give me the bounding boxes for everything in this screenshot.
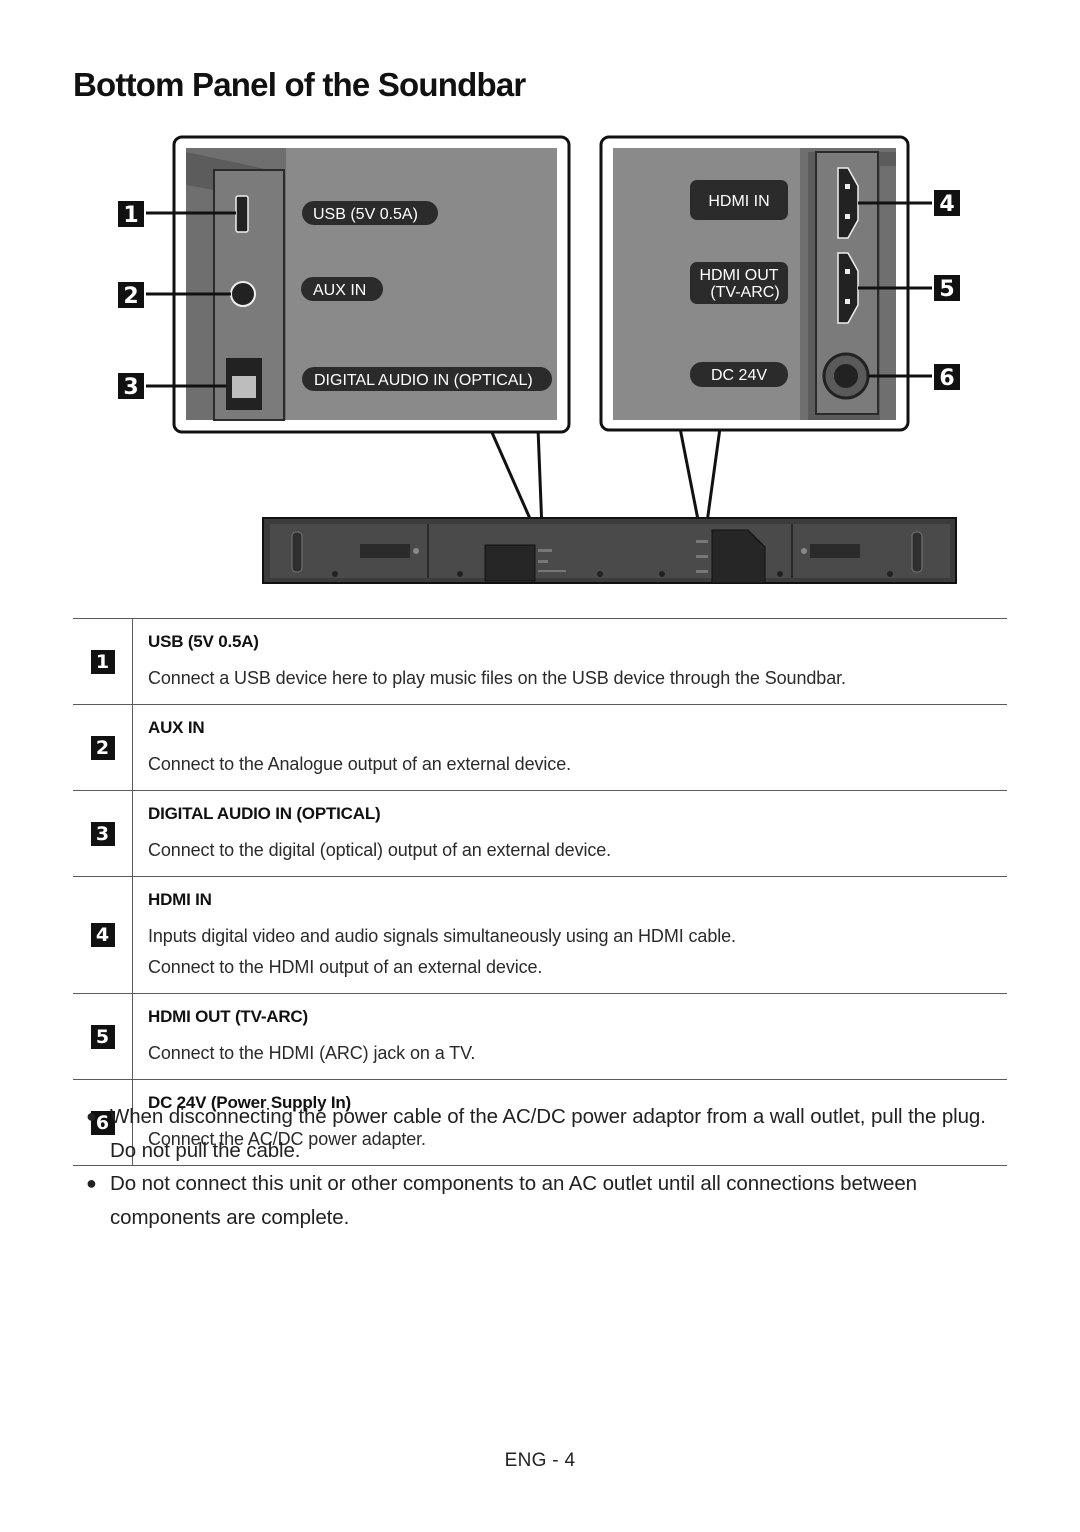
port-description: Connect to the HDMI (ARC) jack on a TV.	[148, 1043, 476, 1063]
port-description-cell: HDMI OUT (TV-ARC) Connect to the HDMI (AR…	[132, 993, 1007, 1080]
right-zoom-panel: HDMI IN HDMI OUT (TV-ARC) DC 24V 4 5 6	[599, 135, 960, 432]
hdmi-out-tag: HDMI OUT	[699, 267, 778, 284]
note-item: ● Do not connect this unit or other compo…	[86, 1167, 1016, 1234]
port-description: Connect to the digital (optical) output …	[148, 840, 612, 860]
dc-tag: DC 24V	[711, 367, 767, 384]
port-description: Inputs digital video and audio signals s…	[148, 926, 736, 946]
soundbar-body	[262, 517, 957, 584]
callout-number-1: 1	[123, 203, 138, 228]
callout-number-4: 4	[939, 192, 954, 217]
page-title: Bottom Panel of the Soundbar	[73, 66, 526, 103]
port-description: Connect to the HDMI output of an externa…	[148, 957, 543, 977]
callout-number-6: 6	[939, 366, 954, 391]
bullet-icon: ●	[86, 1173, 97, 1193]
port-number-badge: 4	[90, 923, 115, 947]
dc-power-port-icon	[822, 352, 870, 400]
port-description-cell: DC 24V (Power Supply In) Connect the AC/D…	[132, 1079, 1007, 1166]
soundbar-bottom-panel-diagram: USB (5V 0.5A) AUX IN DIGITAL AUDIO IN (O…	[118, 135, 960, 584]
notes-list: ● When disconnecting the power cable of t…	[86, 1100, 1016, 1234]
aux-tag: AUX IN	[313, 282, 366, 299]
left-zoom-panel: USB (5V 0.5A) AUX IN DIGITAL AUDIO IN (O…	[118, 135, 571, 434]
port-number-badge: 6	[90, 1110, 115, 1135]
port-title: DIGITAL AUDIO IN (OPTICAL)	[148, 804, 381, 823]
note-item: ● When disconnecting the power cable of t…	[86, 1100, 1016, 1167]
port-description-cell: DIGITAL AUDIO IN (OPTICAL) Connect to the…	[132, 790, 1007, 877]
hdmi-out-port-icon	[837, 252, 859, 324]
port-number-badge: 3	[90, 821, 115, 846]
note-text: Do not connect this unit or other compon…	[110, 1172, 917, 1229]
ports-table: 1 USB (5V 0.5A) Connect a USB device here …	[73, 618, 1007, 1166]
port-number-cell: 4	[73, 876, 133, 994]
port-number-cell: 1	[73, 618, 133, 705]
port-row: 3 DIGITAL AUDIO IN (OPTICAL) Connect to th…	[73, 790, 1007, 877]
callout-number-3: 3	[123, 375, 138, 400]
usb-tag: USB (5V 0.5A)	[313, 206, 418, 223]
port-number-badge: 2	[90, 735, 115, 760]
port-row: 6 DC 24V (Power Supply In) Connect the AC/…	[73, 1079, 1007, 1166]
hdmi-in-port-icon	[837, 167, 859, 239]
port-number-badge: 5	[90, 1024, 115, 1049]
aux-port-icon	[230, 281, 256, 307]
callout-number-5: 5	[939, 277, 954, 302]
usb-port-icon	[235, 195, 249, 233]
port-number-cell: 6	[73, 1079, 133, 1166]
port-row: 2 AUX IN Connect to the Analogue output of…	[73, 704, 1007, 791]
port-title: HDMI OUT (TV-ARC)	[148, 1007, 308, 1026]
page-number: ENG - 4	[504, 1450, 576, 1471]
callout-pointers	[487, 426, 722, 532]
port-title: AUX IN	[148, 718, 205, 737]
optical-port-icon	[226, 358, 262, 410]
hdmi-in-tag: HDMI IN	[708, 193, 769, 210]
port-row: 4 HDMI IN Inputs digital video and audio s…	[73, 876, 1007, 994]
port-title: USB (5V 0.5A)	[148, 632, 259, 651]
optical-tag: DIGITAL AUDIO IN (OPTICAL)	[314, 372, 533, 389]
port-number-cell: 3	[73, 790, 133, 877]
port-description-cell: HDMI IN Inputs digital video and audio si…	[132, 876, 1007, 994]
port-description-cell: AUX IN Connect to the Analogue output of …	[132, 704, 1007, 791]
bullet-icon: ●	[86, 1106, 97, 1126]
port-description: Connect a USB device here to play music …	[148, 668, 846, 688]
callout-number-2: 2	[123, 284, 138, 309]
port-row: 5 HDMI OUT (TV-ARC) Connect to the HDMI (A…	[73, 993, 1007, 1080]
port-description-cell: USB (5V 0.5A) Connect a USB device here t…	[132, 618, 1007, 705]
port-number-badge: 1	[90, 649, 115, 674]
note-text: When disconnecting the power cable of th…	[110, 1105, 986, 1162]
port-description: Connect the AC/DC power adapter.	[148, 1129, 426, 1149]
port-number-cell: 5	[73, 993, 133, 1080]
port-row: 1 USB (5V 0.5A) Connect a USB device here …	[73, 618, 1007, 705]
port-number-cell: 2	[73, 704, 133, 791]
port-title: HDMI IN	[148, 890, 212, 909]
port-title: DC 24V (Power Supply In)	[148, 1093, 352, 1112]
port-description: Connect to the Analogue output of an ext…	[148, 754, 572, 774]
hdmi-out-arc-tag: (TV-ARC)	[710, 284, 779, 301]
